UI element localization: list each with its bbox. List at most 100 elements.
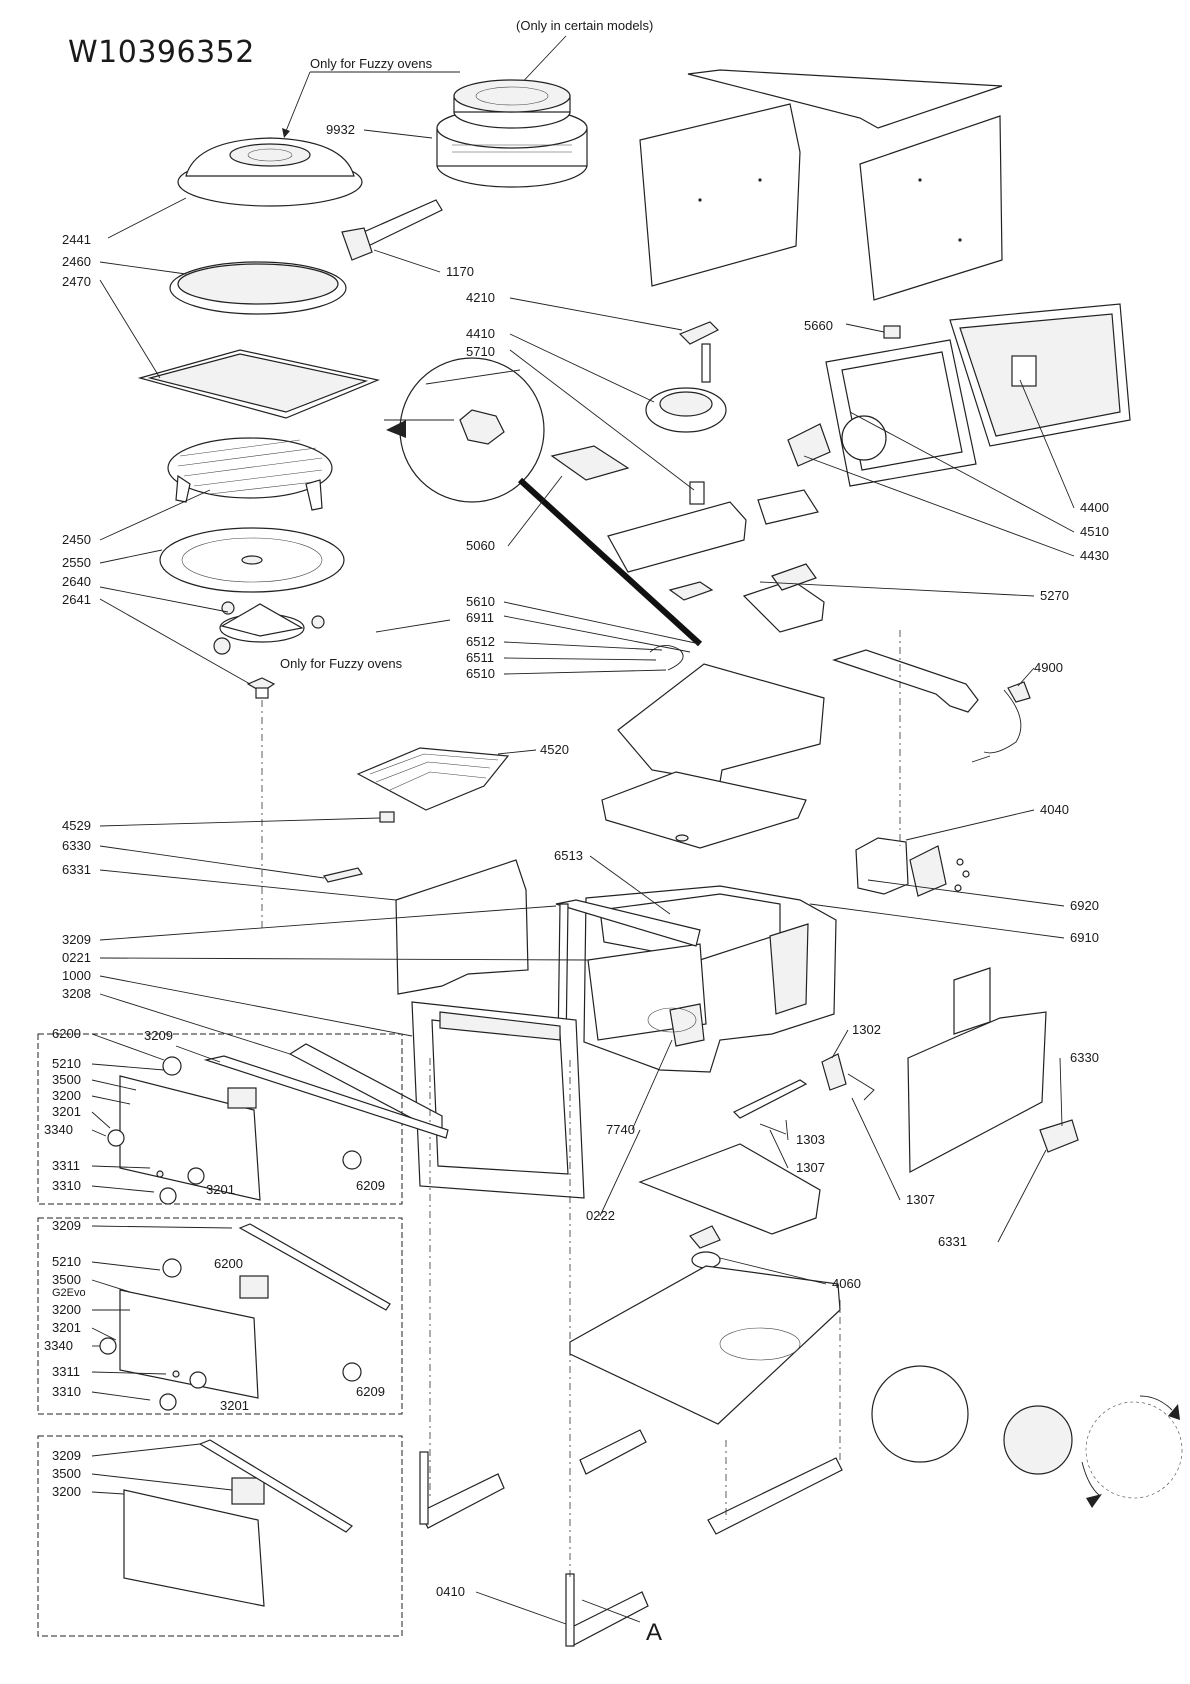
panel-group-leader-lines: [91, 1033, 233, 1495]
callout-4510: 4510: [1080, 524, 1109, 539]
baking-tray-and-grill-rack-2450: [137, 349, 381, 511]
base-plate: [569, 1265, 841, 1425]
transformer-4040: [855, 837, 970, 897]
roller-ring-2640: [213, 601, 325, 655]
crisp-lid-2441: [177, 137, 363, 207]
callout-6920: 6920: [1070, 898, 1099, 913]
callout-3209: 3209: [62, 932, 91, 947]
callout-2470: 2470: [62, 274, 91, 289]
turntable-motor-4060: [689, 1225, 721, 1269]
fan-blade-4430: [787, 423, 831, 467]
door-1000: [411, 1001, 585, 1199]
pg2-3201: 3201: [52, 1320, 81, 1335]
callout-4900: 4900: [1034, 660, 1063, 675]
callout-6911: 6911: [466, 610, 494, 625]
panel-group-1-labels: 6200 3209 5210 3500 3200 3201 3340 6209 …: [44, 1026, 385, 1197]
trim-3209: [555, 899, 701, 947]
turntable-coupler-2641: [246, 677, 276, 699]
detail-magnifier: [384, 357, 703, 647]
callout-6330-right: 6330: [1070, 1050, 1099, 1065]
callout-1307: 1307: [796, 1160, 825, 1175]
door-latch-1302: [821, 1053, 875, 1101]
control-panel-1: [107, 1055, 449, 1205]
callout-7740: 7740: [606, 1122, 635, 1137]
choke-3208: [288, 1043, 443, 1135]
callout-5710: 5710: [466, 344, 495, 359]
crisp-handle-1170: [341, 199, 443, 261]
pg2-6209: 6209: [356, 1384, 385, 1399]
pg2-3311: 3311: [52, 1364, 80, 1379]
crisp-plate-2460: [169, 261, 347, 315]
callout-2441: 2441: [62, 232, 91, 247]
cable-6511: [649, 645, 684, 671]
pg1-3311: 3311: [52, 1158, 80, 1173]
callout-1170: 1170: [446, 264, 474, 279]
pg3-3209: 3209: [52, 1448, 81, 1463]
pg1-3310: 3310: [52, 1178, 81, 1193]
pg1-3209: 3209: [144, 1028, 173, 1043]
pg2-3200: 3200: [52, 1302, 81, 1317]
side-panel-right: [907, 967, 1079, 1173]
note-fuzzy-ovens-mid: Only for Fuzzy ovens: [280, 656, 403, 671]
callout-2550: 2550: [62, 555, 91, 570]
bracket-4210: [678, 321, 720, 383]
panel-group-3-labels: 3209 3500 3200: [52, 1448, 81, 1499]
callout-6511: 6511: [466, 650, 494, 665]
callout-4529: 4529: [62, 818, 91, 833]
callout-9932: 9932: [326, 122, 355, 137]
cavity-frame-4510: [825, 339, 977, 487]
control-panel-3: [123, 1439, 353, 1607]
callout-6331: 6331: [62, 862, 91, 877]
panel-group-2-frame: [37, 1217, 403, 1415]
callout-4410: 4410: [466, 326, 495, 341]
control-panel-2: [99, 1223, 391, 1411]
pg1-6209: 6209: [356, 1178, 385, 1193]
callout-1000: 1000: [62, 968, 91, 983]
pg3-3200: 3200: [52, 1484, 81, 1499]
callout-1307-b: 1307: [906, 1192, 935, 1207]
callout-2640: 2640: [62, 574, 91, 589]
callout-4040: 4040: [1040, 802, 1069, 817]
clip-4529: [379, 811, 395, 823]
pg2-6200: 6200: [214, 1256, 243, 1271]
turntable-install-detail: [871, 1365, 1183, 1508]
callout-0410: 0410: [436, 1584, 465, 1599]
grill-heater-4520: [356, 747, 510, 811]
callout-1303: 1303: [796, 1132, 825, 1147]
switch-5710: [689, 481, 705, 505]
control-board-5060: [550, 445, 630, 481]
panel-group-3-frame: [37, 1435, 403, 1637]
callout-5660: 5660: [804, 318, 833, 333]
heat-shield: [395, 859, 529, 995]
switch-5660: [883, 325, 901, 339]
steamer-9932: [436, 79, 588, 188]
cavity-4400: [949, 303, 1131, 447]
callout-6331-right: 6331: [938, 1234, 967, 1249]
leader-lines: [99, 129, 1075, 1625]
spring-1307: [759, 1123, 787, 1135]
waveguide-cover: [601, 663, 825, 849]
upper-bracket-assembly: [607, 489, 825, 633]
rails-0410: [419, 1429, 843, 1647]
pg2-3209: 3209: [52, 1218, 81, 1233]
callout-2641: 2641: [62, 592, 91, 607]
pg1-3500: 3500: [52, 1072, 81, 1087]
pg2-5210: 5210: [52, 1254, 81, 1269]
turntable-glass-2550: [159, 527, 345, 593]
bracket-6330: [323, 867, 363, 883]
callout-2460: 2460: [62, 254, 91, 269]
note-fuzzy-ovens-top: Only for Fuzzy ovens: [310, 56, 433, 71]
pg3-3500: 3500: [52, 1466, 81, 1481]
callout-4520: 4520: [540, 742, 569, 757]
callout-2450: 2450: [62, 532, 91, 547]
callout-4400: 4400: [1080, 500, 1109, 515]
panel-group-2-labels: 3209 5210 6200 3500 G2Evo 3200 3201 3340…: [44, 1218, 385, 1413]
callout-4060: 4060: [832, 1276, 861, 1291]
pg2-3310: 3310: [52, 1384, 81, 1399]
pg1-3200: 3200: [52, 1088, 81, 1103]
pg2-3500: 3500: [52, 1272, 81, 1287]
callout-5610: 5610: [466, 594, 495, 609]
callout-0222: 0222: [586, 1208, 615, 1223]
panel-group-1-frame: [37, 1033, 403, 1205]
